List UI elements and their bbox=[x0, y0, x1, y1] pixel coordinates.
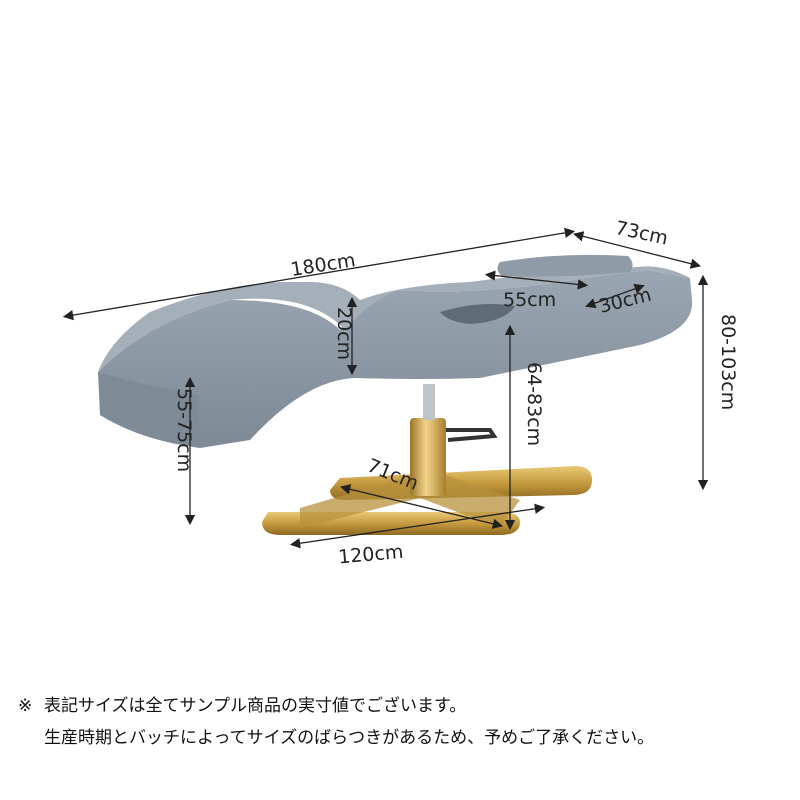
note-line-2: 生産時期とバッチによってサイズのばらつきがあるため、予めご了承ください。 bbox=[18, 722, 788, 754]
dimension-lines bbox=[62, 227, 709, 549]
seat-front-face bbox=[98, 372, 200, 448]
label-length: 180cm bbox=[289, 249, 357, 281]
label-width: 73cm bbox=[613, 217, 670, 250]
label-base-width: 120cm bbox=[337, 541, 404, 569]
label-base-height: 64-83cm bbox=[523, 362, 545, 446]
label-backrest-height: 20cm bbox=[333, 307, 355, 360]
note-line-1: ※ 表記サイズは全てサンプル商品の実寸値でございます。 bbox=[18, 690, 788, 722]
note-text-2: 生産時期とバッチによってサイズのばらつきがあるため、予めご了承ください。 bbox=[44, 728, 655, 748]
dim-line-width bbox=[572, 231, 702, 269]
dim-line-headrest-width bbox=[484, 270, 589, 290]
piston bbox=[423, 384, 435, 420]
reference-mark: ※ bbox=[18, 696, 33, 716]
base-column bbox=[410, 418, 446, 496]
size-disclaimer-note: ※ 表記サイズは全てサンプル商品の実寸値でございます。 生産時期とバッチによってサ… bbox=[18, 690, 788, 754]
dim-line-length bbox=[62, 227, 576, 321]
dim-line-headrest-depth bbox=[585, 283, 645, 309]
label-seat-height: 55-75cm bbox=[173, 388, 195, 472]
headrest bbox=[497, 254, 633, 277]
note-text-1: 表記サイズは全てサンプル商品の実寸値でございます。 bbox=[44, 696, 467, 716]
label-headrest-width: 55cm bbox=[503, 289, 556, 311]
dim-line-base-width bbox=[289, 503, 546, 549]
foot-pedal bbox=[446, 428, 498, 442]
label-overall-height: 80-103cm bbox=[717, 314, 739, 410]
